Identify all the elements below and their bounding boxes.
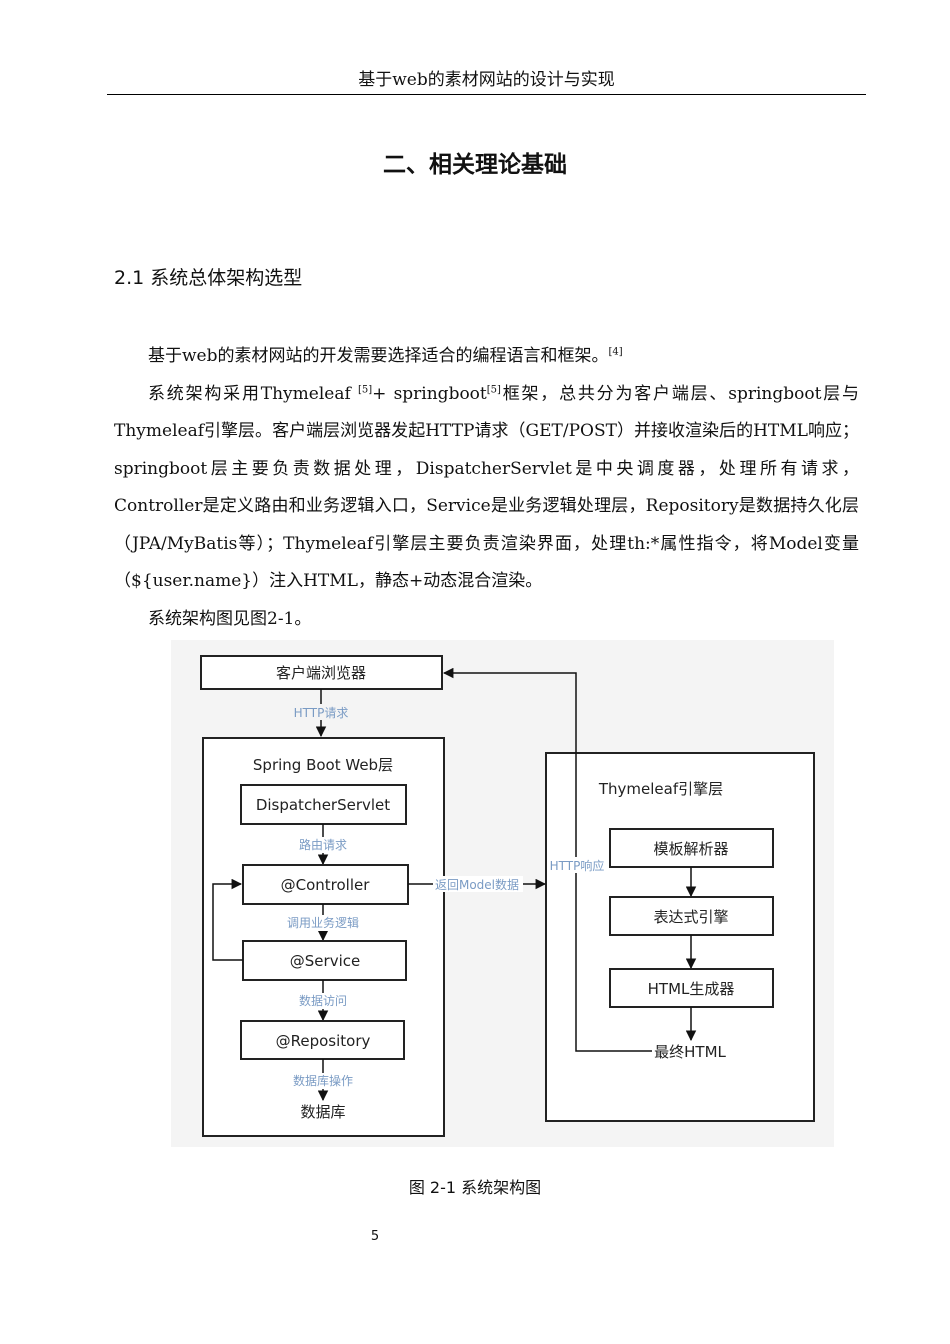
citation-ref: [4]	[608, 346, 623, 358]
service-box	[242, 940, 407, 981]
template-parser-label: 模板解析器	[653, 840, 728, 858]
data-access-label: 数据访问	[299, 993, 347, 1008]
label-background	[289, 704, 353, 720]
database-label: 数据库	[300, 1103, 345, 1121]
running-header: 基于web的素材网站的设计与实现	[107, 66, 866, 95]
repository-label: @Repository	[276, 1032, 371, 1050]
dispatcher-servlet-label: DispatcherServlet	[256, 796, 390, 814]
client-browser-box	[200, 655, 443, 690]
label-background	[548, 857, 606, 873]
dispatcher-servlet-box	[240, 784, 407, 825]
paragraph-3: 系统架构图见图2-1。	[148, 608, 312, 629]
page-number: 5	[370, 1229, 380, 1244]
architecture-diagram-svg: 客户端浏览器 HTTP请求 Spring Boot Web层 Dispatche…	[200, 655, 815, 1137]
running-header-title: 基于web的素材网站的设计与实现	[358, 70, 615, 90]
html-generator-box	[609, 968, 774, 1008]
thymeleaf-layer-box	[545, 752, 815, 1122]
paragraph-1-text: 基于web的素材网站的开发需要选择适合的编程语言和框架。	[148, 346, 609, 366]
service-label: @Service	[290, 952, 360, 970]
http-request-label: HTTP请求	[294, 706, 349, 720]
citation-ref: [5]	[486, 383, 501, 395]
return-model-label: 返回Model数据	[435, 877, 519, 892]
client-browser-label: 客户端浏览器	[276, 664, 366, 682]
repository-box	[240, 1020, 405, 1060]
figure-caption: 图 2-1 系统架构图	[408, 1178, 542, 1197]
template-parser-box	[609, 828, 774, 868]
spring-boot-layer-title: Spring Boot Web层	[253, 756, 393, 774]
architecture-diagram: 客户端浏览器 HTTP请求 Spring Boot Web层 Dispatche…	[171, 640, 834, 1147]
label-background	[291, 837, 355, 853]
expression-engine-box	[609, 896, 774, 936]
label-background	[287, 1073, 359, 1089]
service-controller-loop-arrow	[212, 878, 243, 961]
chapter-title: 二、相关理论基础	[383, 152, 567, 178]
label-background	[283, 915, 363, 931]
label-background	[433, 876, 523, 892]
final-html-label: 最终HTML	[654, 1043, 726, 1061]
paragraph-2-text-b: + springboot	[372, 383, 487, 404]
route-request-label: 路由请求	[299, 837, 347, 852]
paragraph-2: 系统架构采用Thymeleaf [5]+ springboot[5]框架，总共分…	[114, 376, 859, 601]
paragraph-1: 基于web的素材网站的开发需要选择适合的编程语言和框架。[4]	[114, 338, 859, 376]
section-title: 2.1 系统总体架构选型	[114, 267, 303, 289]
db-operation-label: 数据库操作	[293, 1073, 353, 1088]
body-text: 基于web的素材网站的开发需要选择适合的编程语言和框架。[4] 系统架构采用Th…	[114, 338, 859, 638]
paragraph-2-text-c: 框架，总共分为客户端层、springboot层与Thymeleaf引擎层。客户端…	[114, 383, 859, 592]
call-business-label: 调用业务逻辑	[287, 915, 359, 930]
label-background	[295, 993, 351, 1009]
http-response-label: HTTP响应	[550, 858, 605, 873]
citation-ref: [5]	[357, 383, 373, 395]
controller-label: @Controller	[281, 876, 371, 894]
expression-engine-label: 表达式引擎	[653, 908, 728, 926]
thymeleaf-layer-title: Thymeleaf引擎层	[598, 780, 723, 798]
html-generator-label: HTML生成器	[648, 980, 735, 998]
paragraph-2-text-a: 系统架构采用Thymeleaf	[148, 383, 358, 404]
